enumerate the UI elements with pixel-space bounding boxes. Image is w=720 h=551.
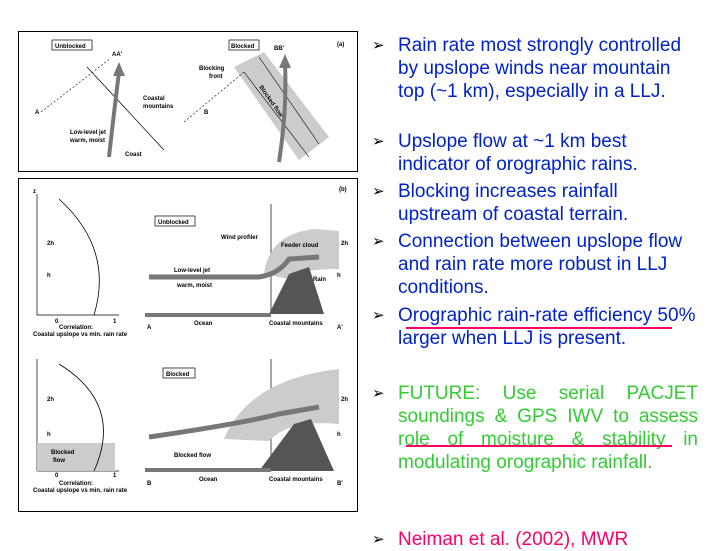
tick-2h-b: 2h [47,397,54,403]
label-blocked: Blocked [166,372,190,378]
tick-0-b: 0 [55,473,59,479]
label-feeder: Feeder cloud [281,243,319,249]
tick-0: 0 [55,319,59,325]
label-coast: Coast [125,152,142,158]
label-blocking: Blocking [199,66,225,72]
label-jet2: warm, moist [176,283,212,289]
label-blocked-flow-b: flow [53,458,65,464]
label-blocked-flow: Blocked flow [174,453,211,459]
tick-h-b: h [47,432,51,438]
label-rain: Rain [313,277,326,283]
corr-desc-b: Coastal upslope vs min. rain rate [33,488,128,494]
label-b2: B' [337,481,343,487]
arrow-bullet-icon: ➢ [372,183,385,200]
tick-h-right: h [337,273,341,279]
bullet-text: Orographic rain-rate efficiency 50% larg… [398,305,696,349]
tick-2h-right: 2h [341,241,348,247]
bullet-text: Rain rate most strongly controlled by up… [398,35,682,102]
arrow-bullet-icon: ➢ [372,37,385,54]
tick-1-b: 1 [113,473,117,479]
bullet-text: Upslope flow at ~1 km best indicator of … [398,131,638,175]
arrow-bullet-icon: ➢ [372,233,385,250]
label-ocean-b: Ocean [199,477,218,483]
label-profiler: Wind profiler [221,235,259,241]
label-a2: A' [337,325,343,331]
label-front: front [209,74,223,80]
axis-z: z [33,189,36,195]
tick-h: h [47,273,51,279]
corr-desc: Coastal upslope vs min. rain rate [33,332,128,338]
label-blocked-flow-a: Blocked [51,450,75,456]
label-unblocked: Unblocked [55,44,86,50]
label-bb: BB' [274,46,285,52]
panel-label: (a) [337,42,344,48]
label-jet: Low-level jet [174,268,210,274]
bullet-text: Blocking increases rainfall upstream of … [398,181,629,225]
corr-title: Correlation: [59,325,93,331]
figure-b-cross-sections: (b) z 2h h 0 1 Correlation: Coastal upsl… [18,178,358,512]
highlight-underline [406,327,672,329]
label-blocked: Blocked [231,44,255,50]
label-a: A [147,325,152,331]
arrow-bullet-icon: ➢ [372,307,385,324]
highlight-underline [406,445,672,447]
label-mountains-b: Coastal mountains [269,477,323,483]
figure-a-plan-view: Unblocked Blocked (a) AA' A Low-level je… [18,31,358,172]
arrow-bullet-icon: ➢ [372,133,385,150]
arrow-bullet-icon: ➢ [372,385,385,402]
label-jet: Low-level jet [70,130,106,136]
label-mountains: Coastal mountains [269,321,323,327]
tick-2h: 2h [47,241,54,247]
label-a: A [35,110,40,116]
label-mountains: mountains [143,104,174,110]
tick-1: 1 [113,319,117,325]
label-b: B [204,110,209,116]
panel-label: (b) [339,187,347,193]
corr-title-b: Correlation: [59,481,93,487]
label-b: B [147,481,152,487]
tick-h-right-b: h [337,432,341,438]
label-aa: AA' [112,52,123,58]
bullet-text: FUTURE: Use serial PACJET soundings & GP… [398,383,698,473]
label-jet2: warm, moist [69,138,105,144]
tick-2h-right-b: 2h [341,397,348,403]
label-unblocked: Unblocked [158,220,189,226]
bullet-text: Connection between upslope flow and rain… [398,231,683,298]
label-coastal: Coastal [143,96,165,102]
label-ocean: Ocean [194,321,213,327]
